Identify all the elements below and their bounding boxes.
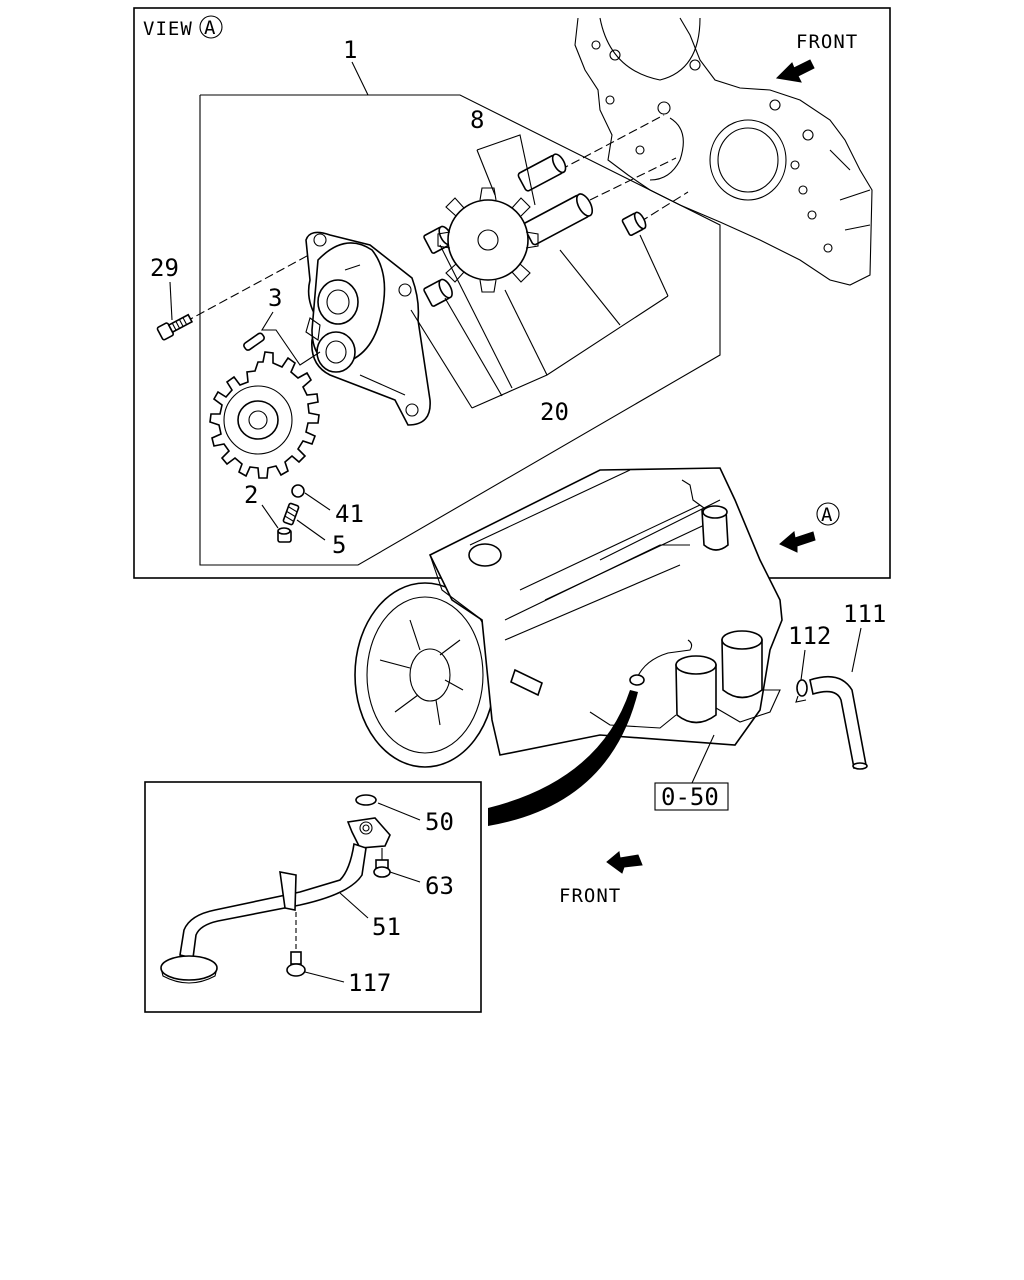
callout-41: 41 [335, 500, 364, 528]
callout-5: 5 [332, 531, 346, 559]
strainer-detail-frame [144, 781, 482, 1013]
plug-2 [277, 527, 292, 543]
pin-3 [243, 332, 265, 351]
view-marker-letter: A [821, 504, 833, 526]
oil-pump-housing [305, 231, 431, 426]
callout-112: 112 [788, 622, 831, 650]
engine-rear-plate [574, 17, 873, 286]
bolt-29 [156, 313, 194, 341]
front-arrow-top [775, 59, 815, 83]
view-title: VIEW [143, 18, 193, 40]
bolt-63 [373, 848, 391, 878]
callout-111: 111 [843, 600, 886, 628]
leaders-20 [410, 234, 669, 409]
leader-1 [351, 61, 369, 96]
callout-20: 20 [540, 398, 569, 426]
drive-gear [209, 351, 320, 479]
detail-connector [488, 690, 638, 826]
front-label-top: FRONT [796, 31, 858, 53]
clamp-112 [795, 679, 808, 703]
callout-8: 8 [470, 106, 484, 134]
view-a-panel: VIEW A 1 FRONT [133, 7, 891, 579]
ref-box-frame [654, 782, 729, 811]
strainer-detail-panel: 50 51 63 117 [144, 781, 482, 1013]
callout-29: 29 [150, 254, 179, 282]
o-ring-50 [355, 794, 377, 806]
inner-gear [437, 187, 539, 293]
view-arrow [779, 531, 816, 553]
hose-111 [809, 675, 868, 770]
callout-117: 117 [348, 969, 391, 997]
front-arrow-bottom [606, 851, 643, 874]
spring-5 [282, 502, 300, 526]
engine-assembly [354, 467, 783, 768]
ref-box-label: 0-50 [661, 783, 719, 811]
view-marker-circle [816, 502, 840, 526]
front-label-bottom: FRONT [559, 885, 621, 907]
callout-1: 1 [343, 36, 357, 64]
view-title-circle [199, 15, 223, 39]
callout-50: 50 [425, 808, 454, 836]
callout-3: 3 [268, 284, 282, 312]
oil-strainer-51 [160, 817, 391, 984]
callout-51: 51 [372, 913, 401, 941]
bolt-117 [286, 912, 306, 977]
ball-41 [291, 484, 305, 498]
callout-2: 2 [244, 481, 258, 509]
view-title-letter: A [204, 17, 216, 39]
assembly-bracket [199, 94, 721, 566]
callout-63: 63 [425, 872, 454, 900]
